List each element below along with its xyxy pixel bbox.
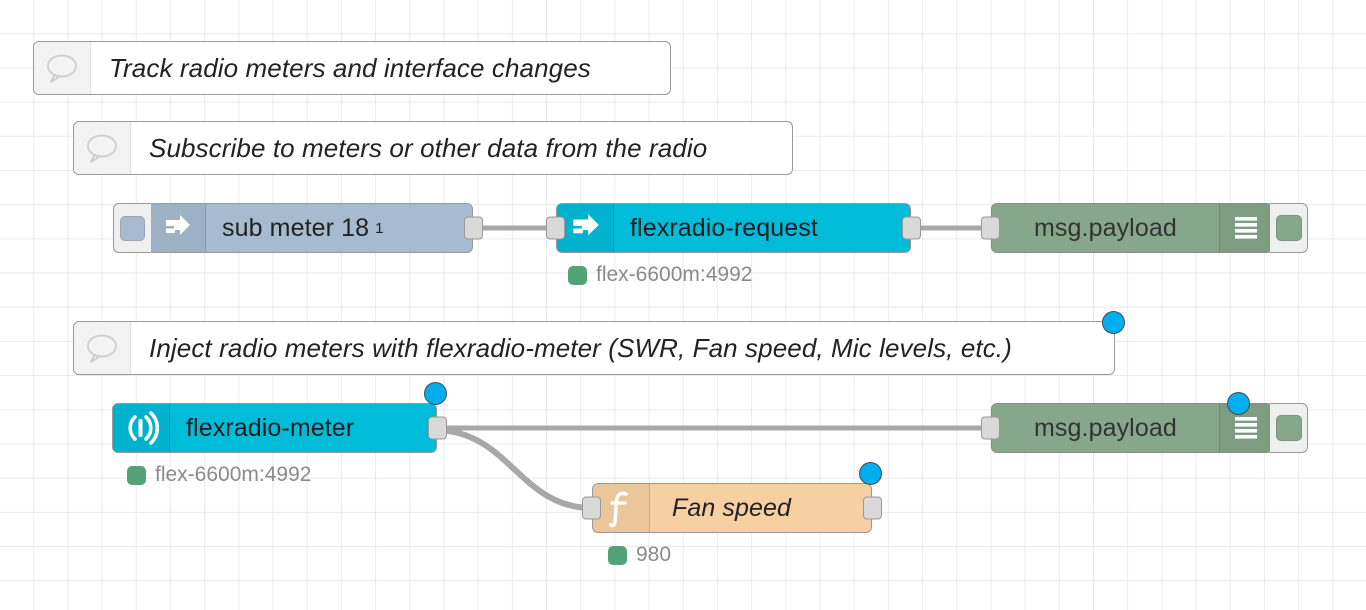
status-text: 980 — [636, 543, 672, 566]
comment-icon — [74, 122, 131, 174]
debug-node-bottom[interactable]: msg.payload — [981, 392, 1308, 453]
output-port[interactable] — [464, 216, 483, 240]
flexradio-request-status: flex-6600m:4992 — [568, 263, 752, 287]
output-port[interactable] — [428, 416, 447, 440]
input-port[interactable] — [981, 416, 1000, 440]
inject-trigger-button[interactable] — [113, 203, 151, 253]
status-dot — [568, 265, 587, 285]
input-port[interactable] — [546, 216, 565, 240]
comment-label: Subscribe to meters or other data from t… — [149, 132, 708, 163]
comment-icon — [74, 322, 131, 374]
inject-node-sub-meter[interactable]: sub meter 18 1 — [113, 203, 483, 253]
flexradio-request-node[interactable]: flexradio-request — [546, 203, 921, 253]
wire-meter-to-function — [434, 427, 595, 511]
comment-label: Inject radio meters with flexradio-meter… — [149, 332, 1012, 363]
comment-node-subscribe[interactable]: Subscribe to meters or other data from t… — [73, 121, 793, 175]
comment-label: Track radio meters and interface changes — [109, 52, 591, 83]
debug-button-square — [1275, 215, 1302, 241]
inject-node-label: sub meter 18 1 — [206, 204, 472, 252]
output-port[interactable] — [863, 496, 882, 520]
status-dot — [127, 465, 146, 485]
debug-enable-button[interactable] — [1270, 203, 1308, 253]
inject-label-text: sub meter 18 — [222, 213, 370, 242]
changed-marker-icon — [1102, 311, 1125, 334]
comment-node-inject[interactable]: Inject radio meters with flexradio-meter… — [73, 311, 1125, 375]
debug-node-label: msg.payload — [1034, 213, 1177, 242]
debug-button-square — [1275, 415, 1302, 441]
status-text: flex-6600m:4992 — [596, 263, 753, 286]
comment-icon — [34, 42, 91, 94]
flexradio-meter-label: flexradio-meter — [186, 413, 355, 442]
status-dot — [608, 545, 627, 565]
status-text: flex-6600m:4992 — [155, 463, 312, 486]
debug-node-label: msg.payload — [1034, 413, 1177, 442]
function-f-icon — [593, 484, 650, 532]
flexradio-meter-status: flex-6600m:4992 — [127, 463, 311, 487]
function-node-label: Fan speed — [672, 493, 792, 522]
inject-label-superscript: 1 — [375, 219, 384, 237]
changed-marker-icon — [1227, 392, 1250, 415]
input-port[interactable] — [981, 216, 1000, 240]
debug-enable-button[interactable] — [1270, 403, 1308, 453]
comment-node-track[interactable]: Track radio meters and interface changes — [33, 41, 671, 95]
broadcast-signal-icon — [113, 404, 170, 452]
inject-arrow-icon — [149, 204, 206, 252]
changed-marker-icon — [859, 462, 882, 485]
inject-button-square — [120, 215, 145, 241]
inject-arrow-icon — [557, 204, 614, 252]
debug-bars-icon — [1219, 204, 1272, 252]
flexradio-request-label: flexradio-request — [630, 213, 818, 242]
input-port[interactable] — [582, 496, 601, 520]
flexradio-meter-node[interactable]: flexradio-meter — [112, 382, 447, 453]
function-node-status: 980 — [608, 543, 671, 567]
function-node-fan-speed[interactable]: Fan speed — [582, 462, 882, 533]
changed-marker-icon — [424, 382, 447, 405]
output-port[interactable] — [902, 216, 921, 240]
debug-node-top[interactable]: msg.payload — [981, 203, 1308, 253]
